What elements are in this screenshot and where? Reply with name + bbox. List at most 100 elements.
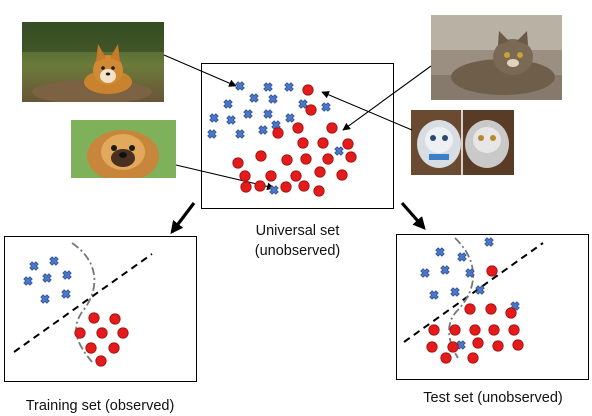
- training-circle-marker: [95, 355, 107, 367]
- test-cross-marker: [440, 265, 450, 275]
- split-left-arrow: [170, 202, 196, 235]
- test-circle-marker: [488, 324, 500, 336]
- universal-circle-marker: [317, 137, 329, 149]
- universal-cross-marker: [263, 82, 273, 92]
- universal-cross-marker: [271, 120, 281, 130]
- test-cross-marker: [475, 285, 485, 295]
- universal-cross-marker: [334, 146, 344, 156]
- test-cross-marker: [457, 252, 467, 262]
- universal-circle-marker: [265, 170, 277, 182]
- test-decision-line: [403, 242, 544, 343]
- test-circle-marker: [492, 340, 504, 352]
- universal-circle-marker: [280, 181, 292, 193]
- universal-circle-marker: [298, 180, 310, 192]
- universal-cross-marker: [258, 125, 268, 135]
- training-circle-marker: [108, 342, 120, 354]
- training-circle-marker: [88, 312, 100, 324]
- training-cross-marker: [61, 289, 71, 299]
- training-circle-marker: [85, 342, 97, 354]
- universal-circle-marker: [281, 154, 293, 166]
- test-set-label: Test set (unobserved): [423, 390, 563, 406]
- test-circle-marker: [440, 352, 452, 364]
- training-cross-marker: [42, 273, 52, 283]
- training-circle-marker: [96, 327, 108, 339]
- test-circle-marker: [449, 324, 461, 336]
- corgi-arrow: [163, 54, 237, 87]
- training-cross-marker: [49, 256, 59, 266]
- universal-circle-marker: [239, 170, 251, 182]
- training-decision-line: [13, 253, 153, 353]
- test-circle-marker: [512, 339, 524, 351]
- dog-corgi-photo: [22, 22, 164, 102]
- training-set-label: Training set (observed): [25, 398, 175, 414]
- universal-circle-marker: [255, 150, 267, 162]
- universal-cross-marker: [268, 94, 278, 104]
- universal-circle-marker: [305, 104, 317, 116]
- universal-cross-marker: [223, 99, 233, 109]
- training-cross-marker: [29, 261, 39, 271]
- universal-circle-marker: [322, 153, 334, 165]
- universal-cross-marker: [263, 109, 273, 119]
- universal-cross-marker: [235, 81, 245, 91]
- universal-circle-marker: [232, 157, 244, 169]
- test-cross-marker: [429, 290, 439, 300]
- universal-circle-marker: [300, 153, 312, 165]
- universal-circle-marker: [254, 180, 266, 192]
- universal-cross-marker: [249, 93, 259, 103]
- universal-set-label: Universal set (unobserved): [201, 221, 394, 261]
- test-circle-marker: [485, 303, 497, 315]
- universal-cross-marker: [243, 109, 253, 119]
- universal-cross-marker: [285, 113, 295, 123]
- training-cross-marker: [23, 276, 33, 286]
- persian-arrow: [321, 91, 413, 131]
- tabby-arrow: [342, 65, 432, 131]
- universal-circle-marker: [290, 170, 302, 182]
- test-circle-marker: [467, 352, 479, 364]
- universal-circle-marker: [313, 185, 325, 197]
- cat-tabby-photo: [431, 15, 562, 100]
- universal-circle-marker: [272, 127, 284, 139]
- test-circle-marker: [447, 341, 459, 353]
- training-circle-marker: [117, 327, 129, 339]
- test-circle-marker: [505, 307, 517, 319]
- training-cross-marker: [40, 294, 50, 304]
- training-circle-marker: [74, 327, 86, 339]
- training-dashdot-curve: [71, 242, 96, 363]
- universal-circle-marker: [326, 122, 338, 134]
- universal-cross-marker: [207, 129, 217, 139]
- test-cross-marker: [450, 287, 460, 297]
- test-circle-marker: [508, 324, 520, 336]
- universal-cross-marker: [209, 113, 219, 123]
- universal-cross-marker: [298, 99, 308, 109]
- universal-cross-marker: [321, 102, 331, 112]
- universal-cross-marker: [235, 129, 245, 139]
- test-circle-marker: [486, 265, 498, 277]
- universal-circle-marker: [302, 84, 314, 96]
- test-circle-marker: [426, 341, 438, 353]
- universal-circle-marker: [240, 181, 252, 193]
- test-circle-marker: [428, 324, 440, 336]
- training-circle-marker: [109, 313, 121, 325]
- universal-circle-marker: [345, 151, 357, 163]
- universal-set-label-line2: (unobserved): [254, 243, 341, 259]
- universal-set-panel: [201, 63, 394, 209]
- test-circle-marker: [472, 337, 484, 349]
- split-right-arrow: [400, 201, 426, 230]
- universal-cross-marker: [284, 82, 294, 92]
- universal-set-label-line1: Universal set: [255, 223, 340, 239]
- test-cross-marker: [465, 268, 475, 278]
- test-dashdot-curve: [448, 237, 475, 359]
- universal-circle-marker: [292, 122, 304, 134]
- universal-circle-marker: [336, 169, 348, 181]
- test-circle-marker: [464, 303, 476, 315]
- universal-circle-marker: [314, 166, 326, 178]
- cats-persian-photo: [411, 110, 514, 175]
- universal-circle-marker: [297, 137, 309, 149]
- universal-cross-marker: [226, 115, 236, 125]
- test-cross-marker: [435, 247, 445, 257]
- universal-circle-marker: [342, 138, 354, 150]
- dog-pekingese-photo: [71, 120, 176, 178]
- test-cross-marker: [420, 268, 430, 278]
- training-cross-marker: [62, 270, 72, 280]
